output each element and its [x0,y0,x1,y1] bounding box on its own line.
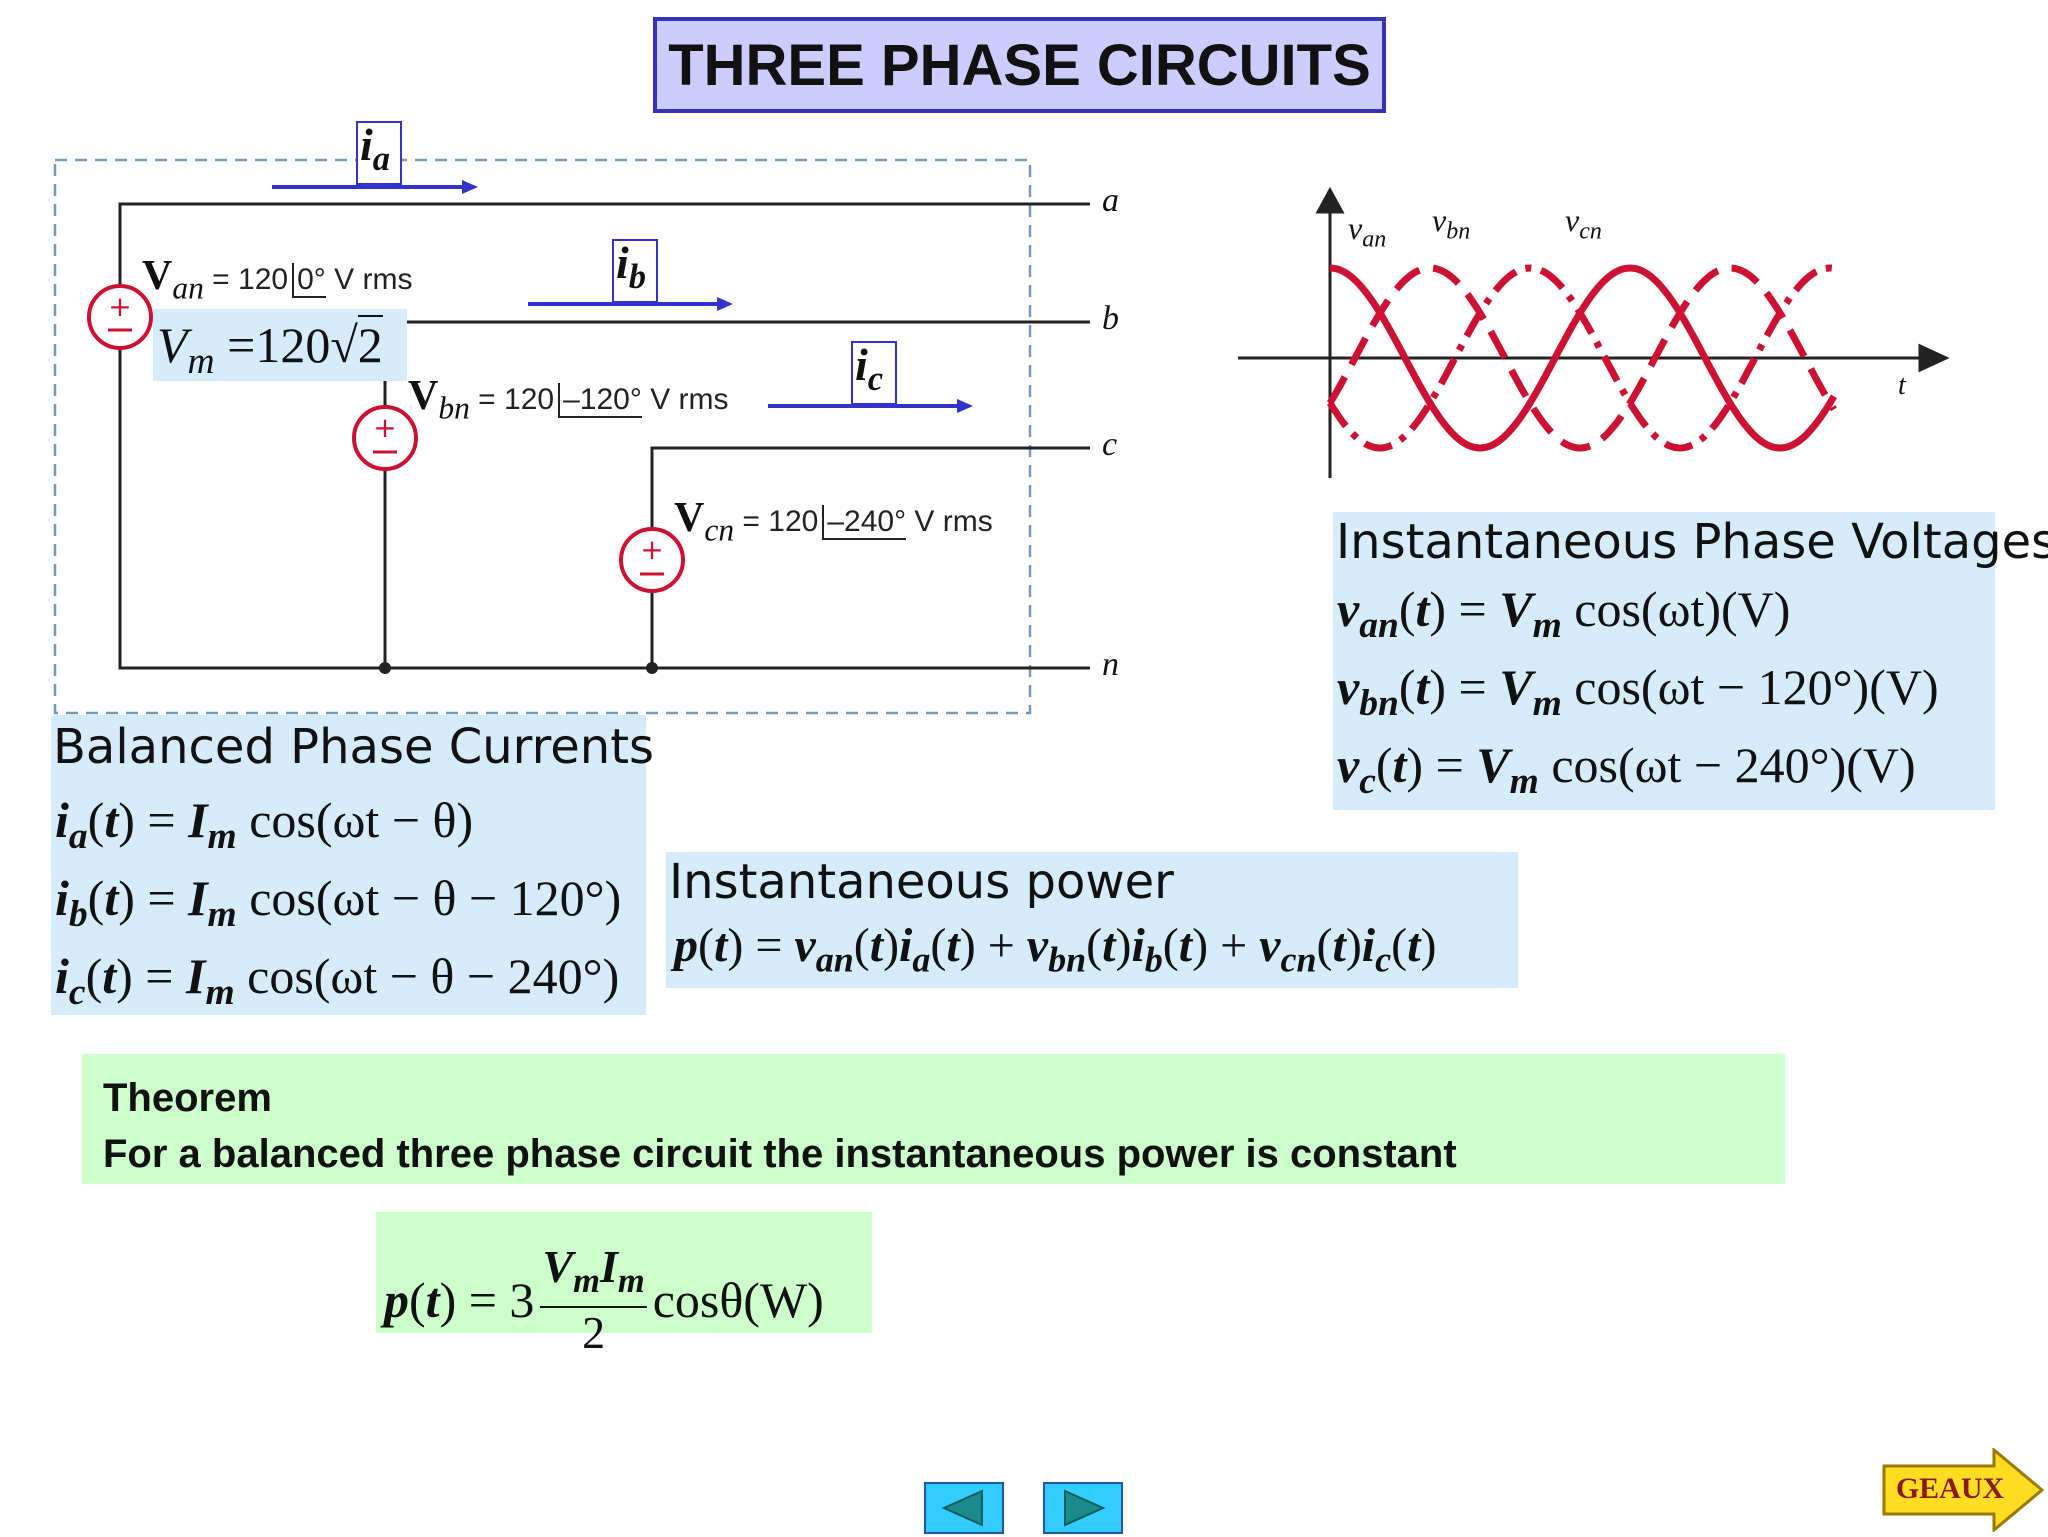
current-label-ic: ic [855,339,884,399]
phase-voltages-box: Instantaneous Phase Voltages van(t) = Vm… [1333,512,2048,810]
ia-equation: ia(t) = Im cos(ωt − θ) [55,792,474,857]
constant-power-formula: p(t) = 3 VmIm 2 cosθ(W) [376,1212,872,1358]
previous-slide-button[interactable] [924,1482,1004,1534]
source-vbn: + [352,405,418,471]
waveform-plot [1238,186,1950,478]
instantaneous-power-box: Instantaneous power p(t) = van(t)ia(t) +… [666,852,1518,988]
source-vcn: + [619,527,685,593]
theorem-box: Theorem For a balanced three phase circu… [82,1054,1785,1184]
phase-currents-heading: Balanced Phase Currents [53,719,655,775]
wave-label-van: van [1348,210,1387,253]
vcn-label: Vcn = 120–240° V rms [674,495,993,548]
wave-label-t: t [1898,370,1906,401]
theorem-title: Theorem [103,1076,272,1120]
wave-vbn [1326,264,1837,452]
triangle-right-icon [1064,1489,1106,1527]
phase-currents-box: Balanced Phase Currents ia(t) = Im cos(ω… [51,715,654,1015]
power-equation: p(t) = van(t)ia(t) + vbn(t)ib(t) + vcn(t… [674,919,1437,980]
svg-text:+: + [373,411,396,444]
ic-equation: ic(t) = Im cos(ωt − θ − 240°) [55,948,620,1013]
node-label-b: b [1102,300,1119,337]
svg-text:+: + [108,290,131,323]
van-equation: van(t) = Vm cos(ωt)(V) [1337,581,1791,646]
triangle-left-icon [941,1489,983,1527]
theorem-statement: For a balanced three phase circuit the i… [103,1132,1457,1176]
node-label-n: n [1102,646,1119,683]
constant-power-equation: p(t) = 3 VmIm 2 cosθ(W) [384,1241,824,1359]
current-label-ia: ia [360,119,391,179]
slide-title: THREE PHASE CIRCUITS [653,17,1386,113]
source-van: + [87,284,153,350]
vcn-equation: vc(t) = Vm cos(ωt − 240°)(V) [1337,737,1916,802]
wave-label-vbn: vbn [1432,202,1471,245]
wire-a [118,202,1090,670]
vbn-label: Vbn = 120–120° V rms [408,373,729,426]
circuit-diagram: + + + [53,121,1090,715]
instantaneous-power-heading: Instantaneous power [669,854,1174,910]
vbn-equation: vbn(t) = Vm cos(ωt − 120°)(V) [1337,659,1939,724]
ib-equation: ib(t) = Im cos(ωt − θ − 120°) [55,870,622,935]
phase-voltages-heading: Instantaneous Phase Voltages [1336,514,2048,570]
wave-label-vcn: vcn [1565,202,1602,245]
next-slide-button[interactable] [1043,1482,1123,1534]
source-enclosure [53,158,1032,715]
node-label-c: c [1102,426,1118,463]
current-label-ib: ib [616,237,647,297]
vm-equation: Vm =120√2 [153,309,407,382]
svg-text:+: + [640,533,663,566]
geaux-button[interactable]: GEAUX [1882,1448,2044,1532]
wave-vcn [1327,264,1835,452]
wire-c [650,446,1090,668]
geaux-label: GEAUX [1895,1472,2005,1505]
node-label-a: a [1102,182,1119,219]
right-arrow-icon [1882,1448,2044,1532]
